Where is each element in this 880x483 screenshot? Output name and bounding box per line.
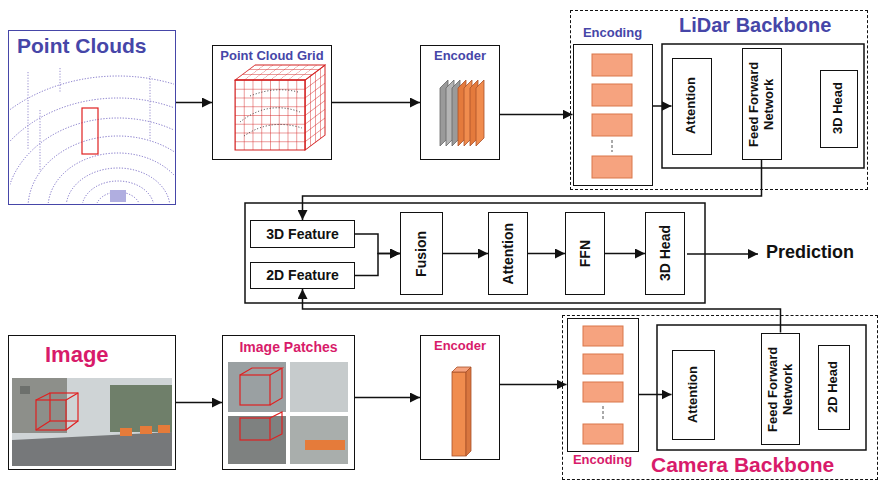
connector-arrow — [443, 253, 488, 255]
block-label: 2D Feature — [266, 267, 338, 283]
connector-arrow — [303, 289, 781, 333]
block-label: 3D Head — [657, 225, 673, 281]
image-patches — [228, 362, 348, 464]
backbone-region: LiDar BackboneEncodingAttentionFeed Forw… — [570, 10, 868, 190]
connector-arrow — [639, 394, 672, 396]
heading-text: Point Clouds — [17, 34, 147, 58]
input-panel: Image — [8, 335, 176, 470]
connector-arrow — [355, 254, 400, 276]
connector-arrow — [355, 397, 420, 399]
heading-text: Camera Backbone — [651, 453, 834, 477]
lidar-scan — [10, 68, 174, 203]
patch-panel: Image Patches — [222, 335, 355, 470]
ffn-block: Feed Forward Network — [742, 48, 782, 160]
ffn-block: Feed Forward Network — [761, 333, 801, 445]
ffn-block: FFN — [565, 212, 605, 295]
connector-arrow — [176, 402, 222, 404]
heading-text: LiDar Backbone — [679, 14, 831, 37]
block-label: Feed Forward Network — [766, 338, 796, 440]
encoder-layers — [440, 80, 484, 146]
block-label: 3D Feature — [266, 226, 338, 242]
block-label: 2D Head — [826, 361, 841, 413]
heading-text: Image Patches — [239, 339, 337, 355]
input-panel: Point Clouds — [8, 30, 176, 205]
output-arrow — [687, 253, 758, 255]
encoding-column: Encoding — [567, 318, 639, 452]
attention-block: Attention — [672, 350, 715, 440]
heading-text: Image — [45, 342, 109, 367]
heading-text: Encoding — [568, 453, 638, 468]
block-label: Attention — [500, 223, 516, 284]
object-box — [82, 108, 98, 154]
feature-box: 3D Feature — [250, 220, 355, 248]
encoder-bar — [452, 367, 471, 456]
fusion-block: Fusion — [400, 212, 443, 295]
connector-arrow — [653, 105, 672, 107]
voxel-grid — [235, 65, 325, 150]
attention-block: Attention — [488, 212, 528, 295]
connector-arrow — [332, 102, 420, 104]
encoding-column: Encoding — [573, 44, 653, 186]
block-label: FFN — [577, 240, 593, 267]
head-block: 3D Head — [820, 70, 858, 148]
encoder-box: Encoder — [420, 45, 500, 160]
ego-vehicle — [110, 190, 126, 202]
transformer-frame — [662, 44, 864, 168]
connector-arrow — [500, 114, 573, 116]
heading-text: Encoding — [574, 26, 652, 41]
block-label: Attention — [686, 366, 701, 423]
head-block: 3D Head — [645, 212, 685, 295]
feature-box: 2D Feature — [250, 262, 355, 289]
output-text: Prediction — [766, 242, 854, 263]
output-label: Prediction — [766, 242, 854, 263]
connector-arrow — [528, 253, 565, 255]
connector-arrow — [355, 234, 400, 254]
heading-text: Encoder — [434, 49, 486, 64]
fusion-frame — [245, 203, 705, 303]
camera-photo — [12, 378, 172, 466]
block-label: Fusion — [413, 231, 429, 277]
connector-arrow — [176, 102, 212, 104]
heading-text: Encoder — [434, 339, 486, 354]
encoder-box: Encoder — [420, 335, 500, 460]
attention-block: Attention — [672, 58, 712, 155]
connector-arrow — [605, 253, 645, 255]
head-block: 2D Head — [818, 345, 850, 430]
transformer-frame — [657, 325, 866, 450]
backbone-region: Camera Backbone Encoding Attention Feed For… — [562, 315, 878, 480]
connector-arrow — [500, 384, 567, 386]
block-label: 3D Head — [831, 82, 846, 134]
block-label: Attention — [684, 77, 699, 134]
grid-panel: Point Cloud Grid — [212, 45, 332, 160]
heading-text: Point Cloud Grid — [220, 49, 323, 64]
block-label: Feed Forward Network — [747, 53, 777, 155]
